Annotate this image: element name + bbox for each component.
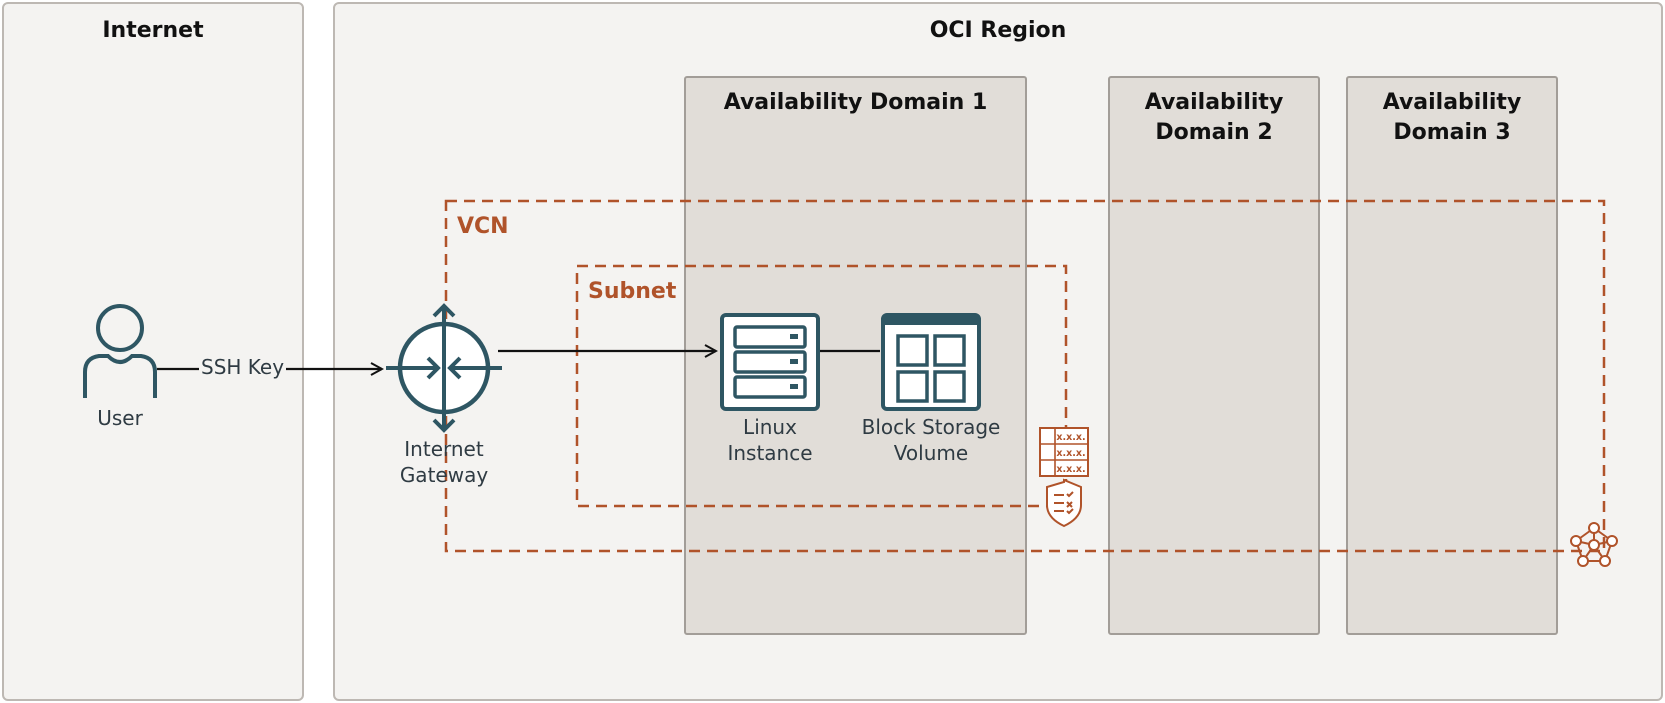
- security-list-row-2: x.x.x.: [1056, 448, 1085, 459]
- block-storage-volume-label-line-1: Block Storage: [861, 415, 1001, 439]
- vcn-network-icon: [1570, 522, 1618, 567]
- internet-gateway-label-line-2: Gateway: [399, 463, 489, 487]
- block-storage-volume-label: Block Storage Volume: [851, 414, 1011, 466]
- subnet-label: Subnet: [588, 279, 677, 304]
- security-list-row-3: x.x.x.: [1056, 464, 1085, 475]
- block-storage-volume-icon: [881, 313, 981, 411]
- availability-domain-2-title-line-2: Domain 2: [1155, 120, 1273, 145]
- internet-panel: Internet: [2, 2, 304, 701]
- block-storage-volume-label-line-2: Volume: [893, 441, 969, 465]
- availability-domain-3-title: Availability Domain 3: [1348, 88, 1556, 148]
- vcn-boundary: [444, 199, 1606, 553]
- availability-domain-3-title-line-1: Availability: [1382, 90, 1522, 115]
- security-list-icon: x.x.x. x.x.x. x.x.x.: [1039, 427, 1089, 477]
- availability-domain-2-title-line-1: Availability: [1144, 90, 1284, 115]
- user-label: User: [70, 405, 170, 431]
- linux-instance-label-line-1: Linux: [743, 415, 797, 439]
- availability-domain-1-title: Availability Domain 1: [686, 88, 1025, 118]
- availability-domain-3: Availability Domain 3: [1346, 76, 1558, 635]
- internet-panel-title: Internet: [102, 18, 204, 43]
- linux-instance-label: Linux Instance: [710, 414, 830, 466]
- availability-domain-2-title: Availability Domain 2: [1110, 88, 1318, 148]
- linux-instance-icon: [720, 313, 820, 411]
- internet-gateway-icon: [386, 303, 502, 433]
- availability-domain-2: Availability Domain 2: [1108, 76, 1320, 635]
- linux-instance-label-line-2: Instance: [727, 441, 813, 465]
- internet-gateway-label-line-1: Internet: [404, 437, 484, 461]
- vcn-label: VCN: [457, 214, 509, 239]
- availability-domain-3-title-line-2: Domain 3: [1393, 120, 1511, 145]
- security-shield-icon: [1046, 478, 1082, 528]
- oci-region-title: OCI Region: [929, 18, 1067, 43]
- internet-gateway-label: Internet Gateway: [384, 436, 504, 488]
- subnet-boundary: [575, 264, 1068, 508]
- user-label-text: User: [97, 406, 143, 430]
- ssh-key-label: SSH Key: [199, 355, 287, 379]
- security-list-row-1: x.x.x.: [1056, 432, 1085, 443]
- availability-domain-1-title-line: Availability Domain 1: [723, 90, 988, 115]
- user-icon: [83, 304, 157, 398]
